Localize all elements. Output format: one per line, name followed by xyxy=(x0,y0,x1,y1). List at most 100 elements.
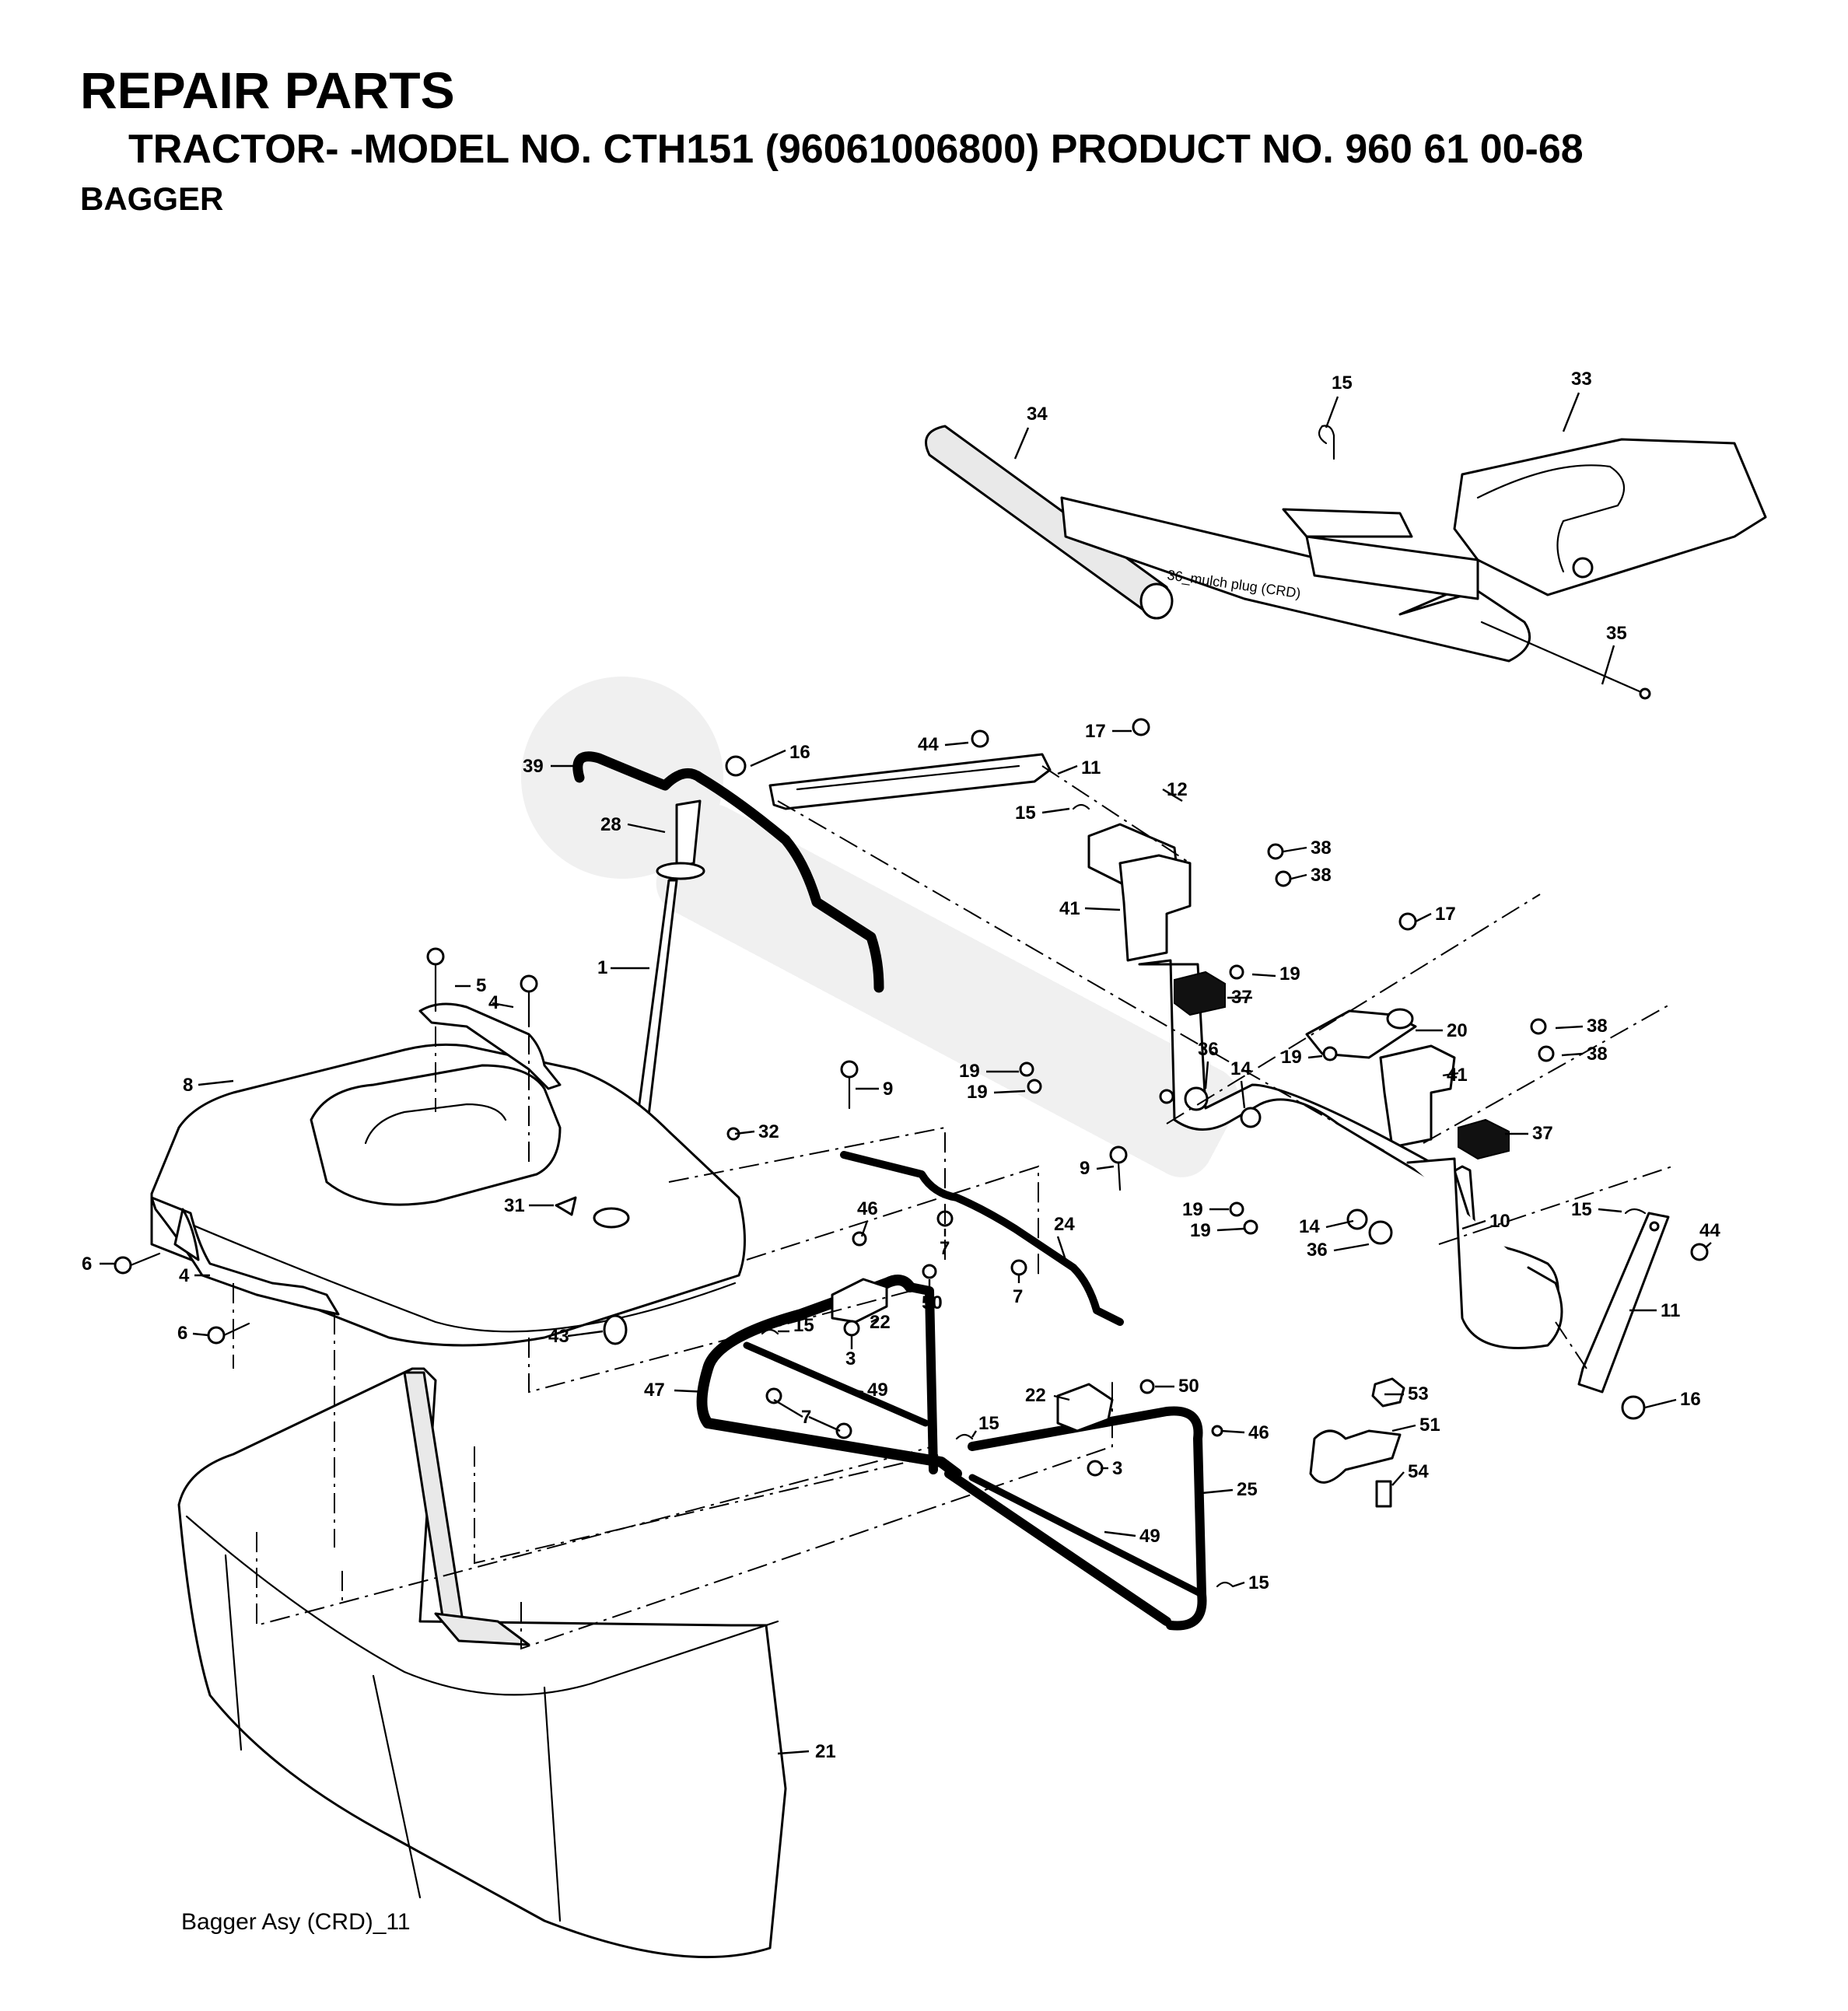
callout-38a: 38 xyxy=(1311,838,1332,859)
callout-37b: 37 xyxy=(1532,1123,1553,1144)
callout-22a: 22 xyxy=(870,1312,891,1333)
callout-3b: 3 xyxy=(1112,1458,1122,1479)
fastener-nut-7c xyxy=(765,1387,782,1404)
fastener-plug-43 xyxy=(603,1314,628,1345)
callout-8: 8 xyxy=(183,1075,193,1096)
part-pin-35-head xyxy=(1639,687,1651,700)
callout-50a: 50 xyxy=(922,1292,943,1313)
fastener-screw-44b xyxy=(1690,1243,1709,1261)
fastener-washer-36a xyxy=(1184,1086,1209,1111)
page-title: REPAIR PARTS xyxy=(80,61,455,119)
callout-36b: 36 xyxy=(1307,1240,1328,1261)
callout-36a: 36 xyxy=(1198,1039,1219,1060)
fastener-screw-44a xyxy=(971,729,989,748)
callout-54: 54 xyxy=(1408,1461,1429,1482)
fasteners xyxy=(114,718,1709,1588)
callout-16b: 16 xyxy=(1680,1389,1701,1410)
section-title: BAGGER xyxy=(80,180,224,217)
watermark-logo xyxy=(521,677,1239,1177)
part-bag-seam-1 xyxy=(372,1674,422,1899)
callout-38b: 38 xyxy=(1311,865,1332,886)
part-plug-block xyxy=(1305,535,1479,600)
callout-38d: 38 xyxy=(1587,1044,1608,1065)
callout-3a: 3 xyxy=(845,1348,856,1369)
callout-6b: 6 xyxy=(177,1323,187,1344)
fastener-bolt-14b xyxy=(1346,1208,1368,1230)
fastener-bolt-14a xyxy=(1240,1107,1262,1128)
part-bag-seam-2 xyxy=(543,1686,562,1922)
callout-leaders xyxy=(100,392,1712,1755)
callout-5: 5 xyxy=(476,975,486,996)
callout-19c: 19 xyxy=(967,1082,988,1103)
fastener-nut-19a xyxy=(1229,964,1244,980)
callout-41a: 41 xyxy=(1059,898,1080,919)
callout-35: 35 xyxy=(1606,623,1627,644)
callout-4a: 4 xyxy=(488,992,499,1013)
callout-6a: 6 xyxy=(82,1254,92,1275)
part-rod-24 xyxy=(840,1151,1124,1326)
fastener-bolt-54 xyxy=(1375,1480,1392,1508)
fastener-bolt-17a xyxy=(1132,718,1150,736)
fastener-nut-19c xyxy=(1027,1079,1042,1094)
callout-labels: 34 15 33 35 17 16 44 11 15 12 38 38 39 2… xyxy=(82,369,1720,1762)
fastener-bolt-17b xyxy=(1398,912,1417,931)
part-bracket-11-top xyxy=(768,753,1052,810)
fastener-bolt-5b xyxy=(520,974,538,993)
callout-16: 16 xyxy=(789,742,810,763)
fastener-bolt-38c xyxy=(1530,1018,1547,1035)
part-lid-top-recess xyxy=(310,1064,562,1206)
callout-39: 39 xyxy=(523,756,544,777)
part-lid-hole xyxy=(593,1207,630,1229)
assembly-lines xyxy=(233,765,1673,1650)
callout-37a: 37 xyxy=(1231,987,1252,1008)
part-deflector-ridge xyxy=(1476,464,1626,573)
callout-14a: 14 xyxy=(1230,1058,1251,1079)
part-handle-4-bottom xyxy=(150,1196,340,1316)
callout-12: 12 xyxy=(1167,779,1188,800)
fastener-pin-15c xyxy=(1216,1581,1234,1588)
callout-11: 11 xyxy=(1081,757,1101,778)
part-bracket-11-top-slot xyxy=(796,764,1020,791)
callout-11b: 11 xyxy=(1661,1300,1680,1321)
callout-15b: 15 xyxy=(1015,803,1036,824)
fastener-nut-3b xyxy=(1087,1460,1104,1477)
part-bracket-11-right xyxy=(1577,1212,1670,1394)
bagger-lid xyxy=(150,1043,746,1347)
model-line: TRACTOR- -MODEL NO. CTH151 (96061006800)… xyxy=(128,127,1584,172)
part-chute-tube-end xyxy=(1139,582,1174,620)
callout-19d: 19 xyxy=(1281,1047,1302,1068)
fastener-pin-15a xyxy=(761,1328,779,1335)
fastener-bolt-6b xyxy=(207,1326,226,1345)
part-lid-edge xyxy=(154,1208,737,1333)
fastener-nut-50a xyxy=(922,1264,937,1279)
callout-43: 43 xyxy=(548,1326,569,1347)
part-bumper-37-a xyxy=(1174,971,1226,1016)
part-mount-41-upper xyxy=(1118,854,1192,962)
callout-15e: 15 xyxy=(978,1413,999,1434)
callout-19e: 19 xyxy=(1182,1199,1203,1220)
callout-49a: 49 xyxy=(867,1380,888,1401)
callout-19a: 19 xyxy=(1279,964,1300,985)
callout-15f: 15 xyxy=(1248,1572,1269,1593)
fastener-nut-53 xyxy=(1371,1377,1405,1408)
part-bracket-22-b xyxy=(1056,1383,1114,1432)
part-lid-recess-inner xyxy=(364,1103,507,1145)
handle-assembly xyxy=(572,751,884,1176)
fastener-nut-16b xyxy=(1621,1395,1646,1420)
fastener-nut-19d xyxy=(1322,1046,1338,1061)
fastener-bolt-46a xyxy=(852,1231,867,1247)
callout-14b: 14 xyxy=(1299,1216,1320,1237)
fastener-nut-19b xyxy=(1019,1061,1034,1077)
part-plug-tip xyxy=(1282,508,1413,538)
callout-33: 33 xyxy=(1571,369,1592,390)
part-deflector-bolt xyxy=(1572,557,1594,579)
callout-1: 1 xyxy=(597,957,607,978)
part-bag-seam-3 xyxy=(224,1554,243,1751)
callout-15c: 15 xyxy=(1571,1199,1592,1220)
part-mount-41-lower xyxy=(1379,1044,1456,1149)
callout-41b: 41 xyxy=(1447,1065,1468,1086)
part-frame-tube-10-leg xyxy=(1406,1157,1563,1349)
part-frame-47 xyxy=(696,1275,962,1479)
part-bracket-51 xyxy=(1309,1429,1402,1484)
